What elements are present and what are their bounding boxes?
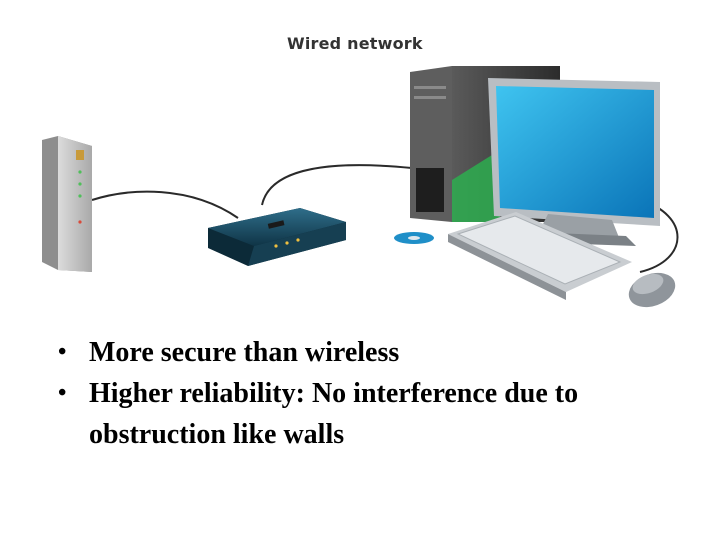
bullet-text: Higher reliability: No interference due … (89, 378, 579, 450)
network-diagram (42, 66, 679, 308)
modem-icon (42, 136, 92, 272)
bullet-marker: • (58, 380, 67, 406)
disc-icon (394, 232, 434, 244)
bullet-item: • Higher reliability: No interference du… (58, 373, 698, 455)
cable-router-tower (261, 164, 413, 206)
bullet-item: • More secure than wireless (58, 332, 698, 373)
bullet-marker: • (58, 339, 67, 365)
cable-modem-router (91, 190, 239, 219)
mouse-icon (628, 272, 676, 308)
wired-network-illustration: Wired network (42, 34, 679, 308)
figure-title: Wired network (287, 34, 423, 53)
bullet-list: • More secure than wireless • Higher rel… (58, 332, 698, 455)
keyboard-icon (448, 212, 632, 300)
bullet-text: More secure than wireless (89, 337, 400, 368)
router-icon (208, 208, 346, 266)
